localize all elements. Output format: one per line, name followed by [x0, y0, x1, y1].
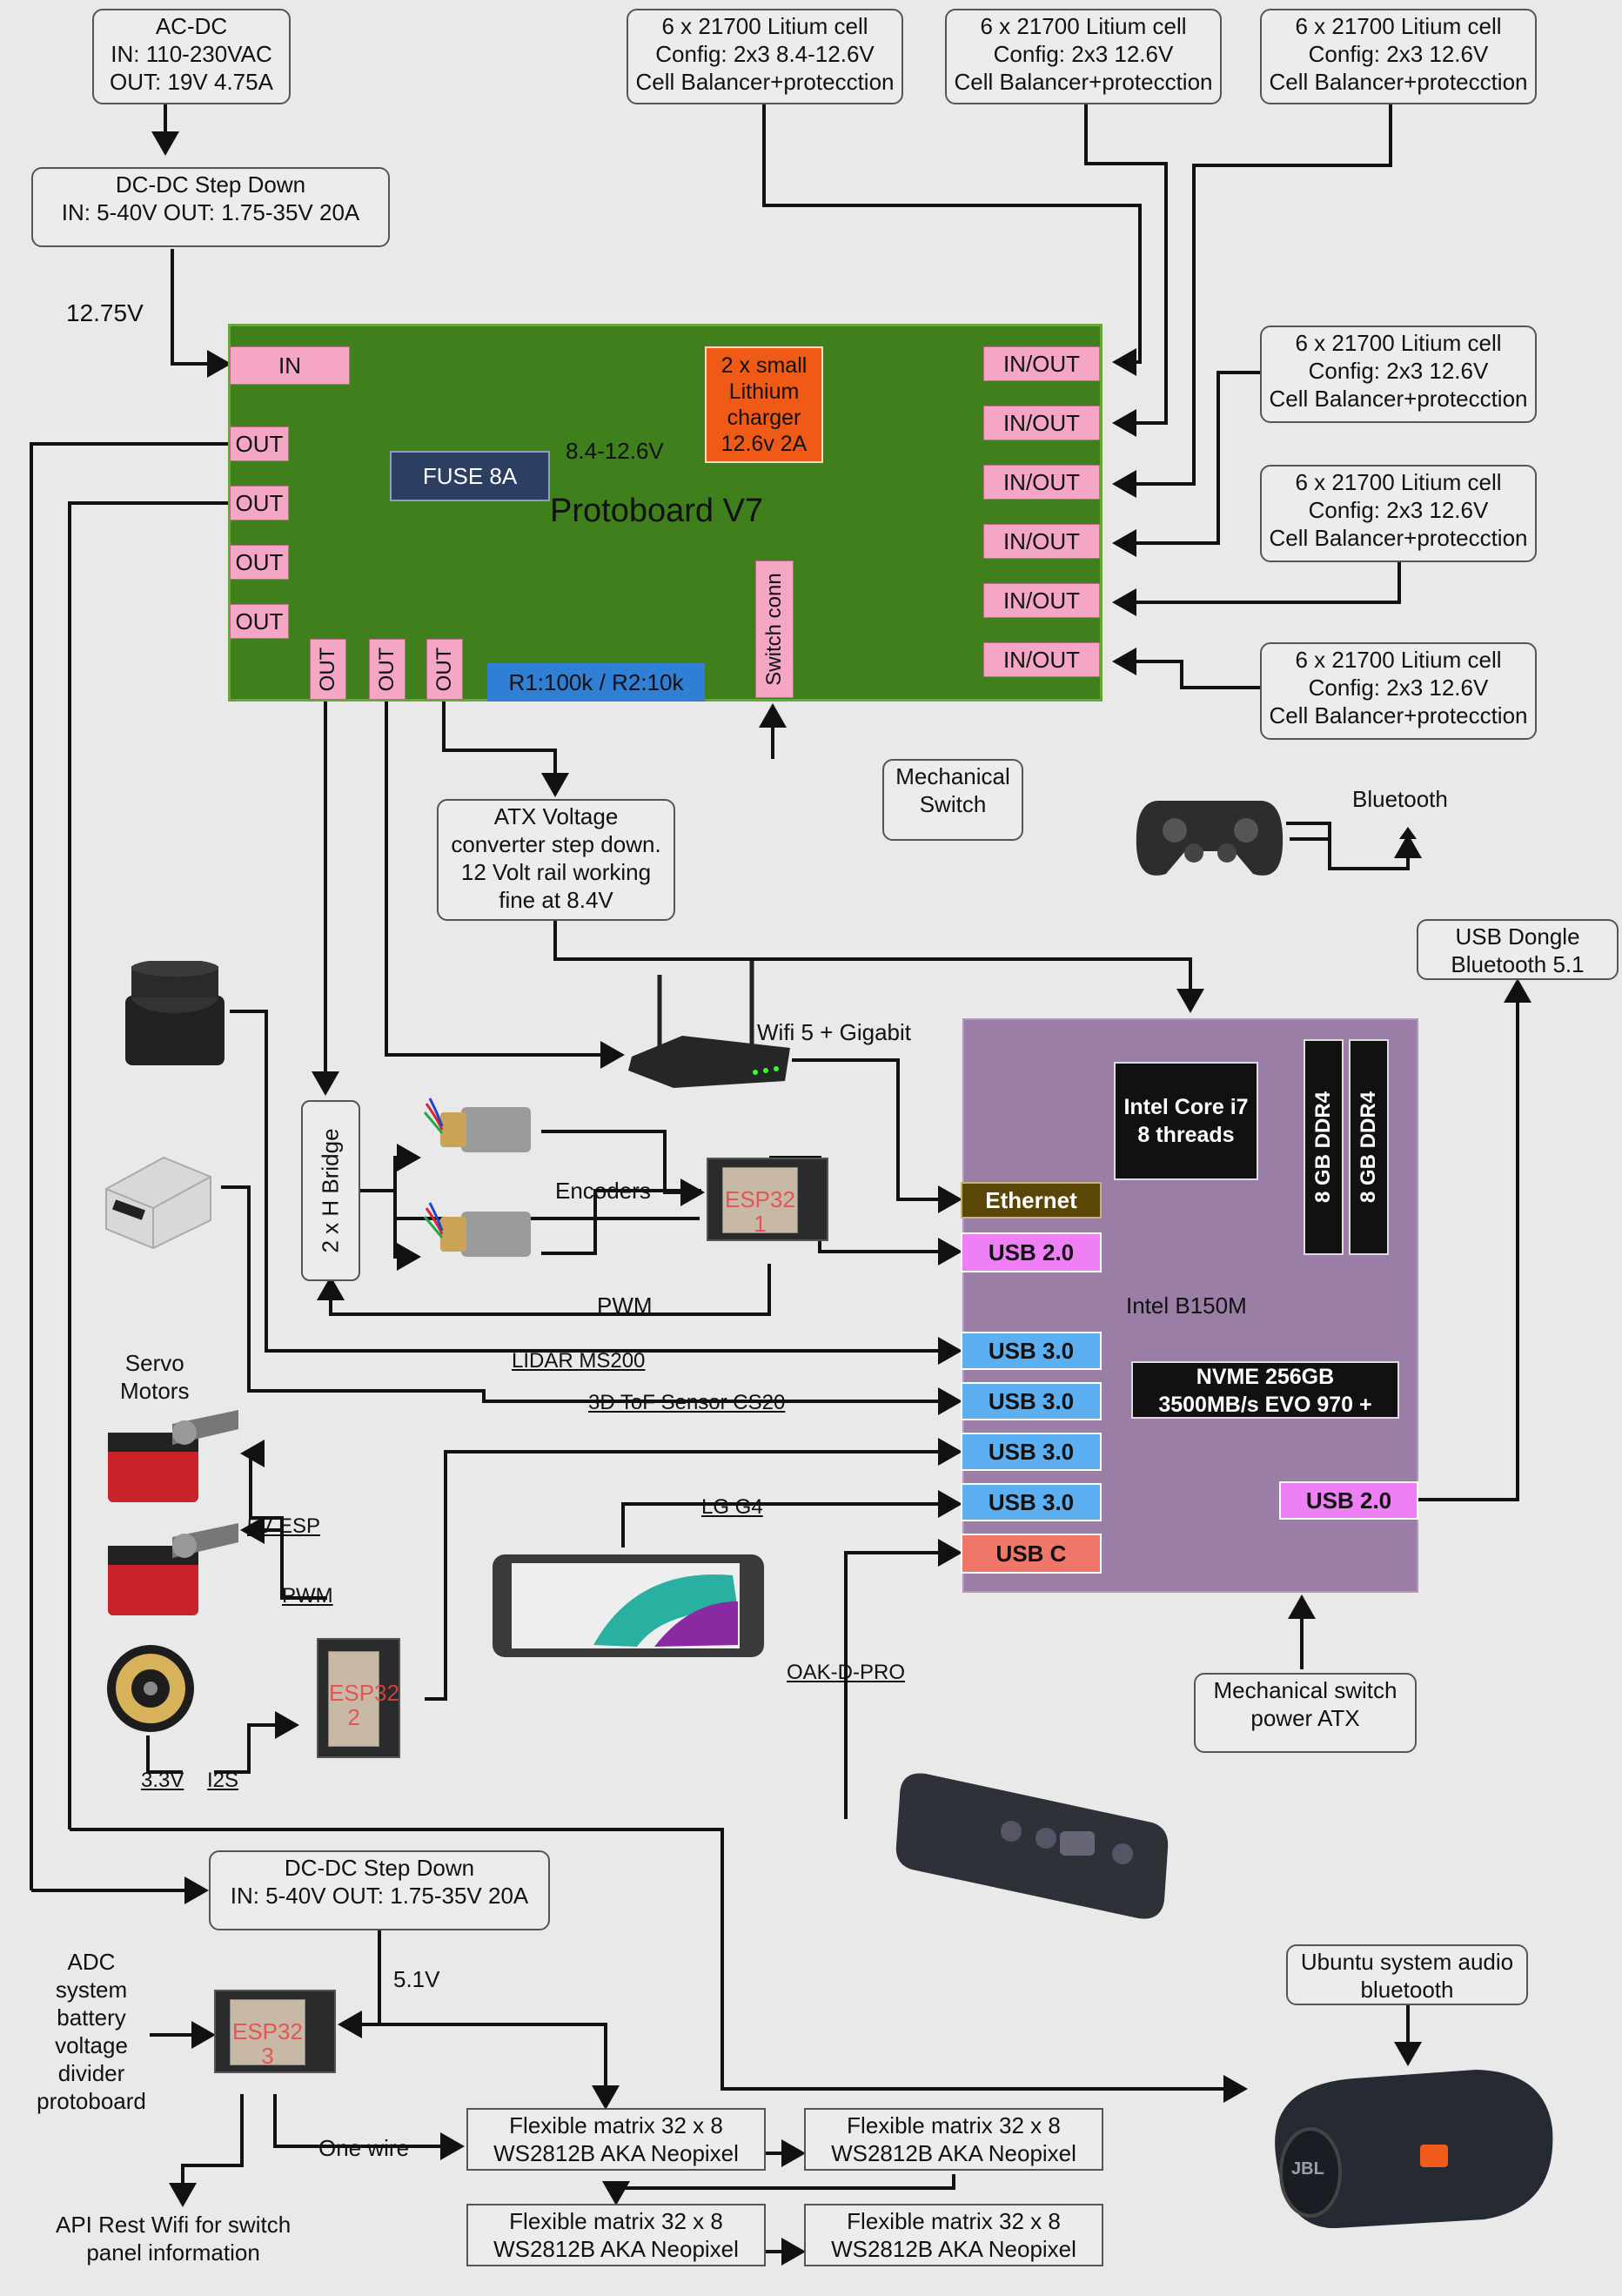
one-wire-label: One wire [318, 2135, 410, 2161]
speaker-brand-label: JBL [1291, 2159, 1324, 2179]
atx-converter-box: ATX Voltage converter step down. 12 Volt… [437, 799, 675, 921]
usbc-port[interactable]: USB C [961, 1534, 1102, 1574]
lidar-image [125, 961, 225, 1065]
protoboard-out-pin-7: OUT [426, 639, 463, 700]
protoboard-out-pin-6-label: OUT [375, 647, 399, 692]
esp32-1-module: ESP32 1 [707, 1158, 828, 1241]
lithium-charger: 2 x small Lithium charger 12.6v 2A [705, 346, 823, 463]
protoboard-inout-pin-6: IN/OUT [983, 642, 1100, 677]
acdc-adapter-box: AC-DC IN: 110-230VAC OUT: 19V 4.75A [92, 9, 291, 104]
protoboard [228, 324, 1103, 702]
protoboard-in-pin: IN [230, 346, 350, 385]
tof-sensor-image [105, 1156, 211, 1250]
protoboard-out-pin-5: OUT [310, 639, 346, 700]
battery-pack-6: 6 x 21700 Litium cell Config: 2x3 12.6V … [1260, 642, 1537, 740]
lidar-label: LIDAR MS200 [512, 1349, 646, 1373]
neopixel-matrix-2: Flexible matrix 32 x 8 WS2812B AKA Neopi… [804, 2108, 1103, 2171]
protoboard-out-pin-6: OUT [369, 639, 406, 700]
encoders-label: Encoders [555, 1178, 651, 1204]
battery-pack-3: 6 x 21700 Litium cell Config: 2x3 12.6V … [1260, 9, 1537, 104]
usb3-port-2[interactable]: USB 3.0 [961, 1382, 1102, 1420]
esp32-2-label: ESP32 2 [329, 1679, 399, 1730]
usb3-port-3[interactable]: USB 3.0 [961, 1433, 1102, 1471]
api-rest-label: API Rest Wifi for switch panel informati… [56, 2212, 292, 2266]
oak-d-pro-camera-image [895, 1773, 1169, 1919]
switch-connector: Switch conn [755, 561, 794, 698]
atx-power-switch-box[interactable]: Mechanical switch power ATX [1194, 1673, 1417, 1753]
servo-pwm-label: PWM [282, 1584, 333, 1608]
protoboard-inout-pin-5: IN/OUT [983, 583, 1100, 618]
resistor-divider: R1:100k / R2:10k [487, 663, 705, 702]
neopixel-matrix-3: Flexible matrix 32 x 8 WS2812B AKA Neopi… [466, 2204, 766, 2266]
servo-2-image [108, 1523, 238, 1615]
i2s-label: I2S [207, 1769, 239, 1792]
protoboard-out-pin-4: OUT [230, 604, 289, 639]
jbl-speaker-image [1275, 2070, 1553, 2229]
protoboard-out-pin-3: OUT [230, 545, 289, 580]
ram-stick-1-label: 8 GB DDR4 [1311, 1091, 1335, 1204]
usb3-port-1[interactable]: USB 3.0 [961, 1332, 1102, 1370]
camera-label: OAK-D-PRO [787, 1661, 906, 1684]
hbridge-label: 2 x H Bridge [317, 1128, 344, 1253]
cpu-chip: Intel Core i7 8 threads [1114, 1062, 1258, 1180]
ram-stick-2-label: 8 GB DDR4 [1357, 1091, 1380, 1204]
input-stepdown-box: DC-DC Step Down IN: 5-40V OUT: 1.75-35V … [31, 167, 390, 247]
protoboard-out-pin-5-label: OUT [316, 647, 339, 692]
tof-label: 3D ToF Sensor CS20 [588, 1391, 786, 1414]
lg-g4-phone-image [493, 1554, 764, 1657]
usb2-port-left[interactable]: USB 2.0 [961, 1232, 1102, 1272]
bluetooth-label: Bluetooth [1352, 786, 1448, 812]
protoboard-out-pin-2: OUT [230, 486, 289, 520]
motor-2-image [423, 1202, 531, 1257]
protoboard-out-pin-7-label: OUT [432, 647, 456, 692]
input-voltage-label: 12.75V [66, 299, 144, 326]
microphone-image [107, 1645, 194, 1732]
ram-stick-2: 8 GB DDR4 [1349, 1039, 1389, 1255]
switch-connector-label: Switch conn [762, 573, 786, 686]
3v3-label: 3.3V [141, 1769, 184, 1792]
ram-stick-1: 8 GB DDR4 [1304, 1039, 1344, 1255]
adc-label: ADC system battery voltage divider proto… [37, 1949, 146, 2114]
phone-label: LG G4 [701, 1495, 763, 1519]
esp-5v-label: 5V ESP [247, 1514, 321, 1538]
wifi-router-image [628, 961, 790, 1088]
audio-bluetooth-box: Ubuntu system audio bluetooth [1286, 1944, 1528, 2005]
lower-stepdown-box: DC-DC Step Down IN: 5-40V OUT: 1.75-35V … [209, 1850, 550, 1930]
protoboard-out-pin-1: OUT [230, 426, 289, 461]
hbridge-box: 2 x H Bridge [301, 1100, 360, 1281]
mechanical-switch-box[interactable]: Mechanical Switch [882, 759, 1023, 841]
fuse-8a: FUSE 8A [390, 451, 550, 501]
motherboard-name: Intel B150M [1126, 1292, 1247, 1319]
servo-1-image [108, 1410, 238, 1502]
protoboard-inout-pin-4: IN/OUT [983, 524, 1100, 559]
usb-dongle-box: USB Dongle Bluetooth 5.1 [1417, 919, 1619, 980]
esp32-1-label: ESP32 1 [724, 1186, 795, 1238]
motor-1-image [423, 1098, 531, 1152]
battery-pack-4: 6 x 21700 Litium cell Config: 2x3 12.6V … [1260, 326, 1537, 423]
usb2-port-right[interactable]: USB 2.0 [1279, 1481, 1418, 1520]
esp32-3-module: ESP32 3 [214, 1990, 336, 2073]
esp32-3-label: ESP32 3 [231, 2018, 303, 2070]
gamepad-bluetooth-arrow [1290, 827, 1417, 870]
ethernet-port[interactable]: Ethernet [961, 1182, 1102, 1218]
neopixel-matrix-4: Flexible matrix 32 x 8 WS2812B AKA Neopi… [804, 2204, 1103, 2266]
neopixel-matrix-1: Flexible matrix 32 x 8 WS2812B AKA Neopi… [466, 2108, 766, 2171]
5v1-label: 5.1V [393, 1966, 440, 1992]
protoboard-inout-pin-2: IN/OUT [983, 406, 1100, 440]
motor-pwm-label: PWM [597, 1292, 653, 1319]
battery-pack-5: 6 x 21700 Litium cell Config: 2x3 12.6V … [1260, 465, 1537, 562]
battery-pack-2: 6 x 21700 Litium cell Config: 2x3 12.6V … [945, 9, 1222, 104]
esp32-2-module: ESP32 2 [317, 1638, 400, 1758]
gamepad-image [1136, 801, 1284, 876]
battery-pack-1: 6 x 21700 Litium cell Config: 2x3 8.4-12… [627, 9, 903, 104]
usb3-port-4[interactable]: USB 3.0 [961, 1483, 1102, 1521]
protoboard-inout-pin-1: IN/OUT [983, 346, 1100, 381]
protoboard-inout-pin-3: IN/OUT [983, 465, 1100, 500]
router-label: Wifi 5 + Gigabit [757, 1019, 912, 1045]
nvme-drive: NVME 256GB 3500MB/s EVO 970 + [1131, 1361, 1399, 1419]
servo-motors-label: Servo Motors [120, 1350, 190, 1404]
fuse-voltage-label: 8.4-12.6V [566, 438, 664, 464]
protoboard-title: Protoboard V7 [550, 493, 764, 529]
